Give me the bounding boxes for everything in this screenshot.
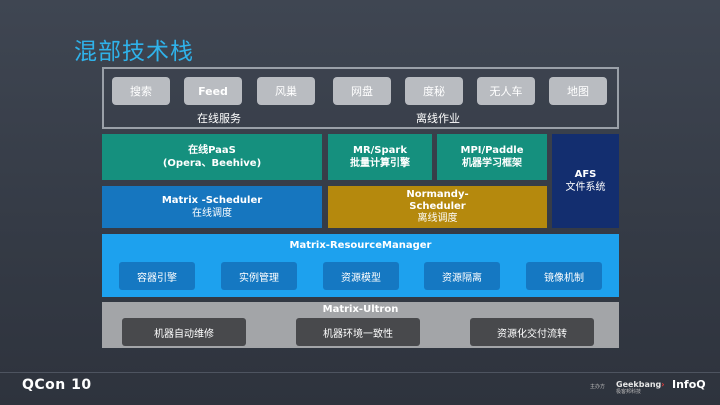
app-feed: Feed [184, 77, 242, 105]
afs-title: AFS [574, 168, 597, 180]
image-mechanism-chip: 镜像机制 [526, 262, 602, 290]
matrix-scheduler-box: Matrix -Scheduler 在线调度 [102, 186, 322, 228]
online-paas-box: 在线PaaS (Opera、Beehive) [102, 134, 322, 180]
online-paas-subtitle: (Opera、Beehive) [162, 158, 262, 169]
online-paas-title: 在线PaaS [188, 144, 236, 156]
app-driverless-car: 无人车 [477, 77, 535, 105]
applications-panel: 搜索 Feed 风巢 网盘 度秘 无人车 地图 在线服务 离线作业 [102, 67, 619, 129]
offline-jobs-label: 离线作业 [416, 112, 460, 125]
footer-divider [0, 372, 720, 373]
normandy-scheduler-box: Normandy- Scheduler 离线调度 [328, 186, 547, 228]
slide-title: 混部技术栈 [74, 39, 194, 65]
geekbang-subtext: 极客邦科技 [616, 389, 642, 395]
mr-spark-title: MR/Spark [353, 144, 407, 156]
resource-isolation-chip: 资源隔离 [424, 262, 500, 290]
matrix-scheduler-subtitle: 在线调度 [192, 208, 232, 219]
mpi-paddle-subtitle: 机器学习框架 [462, 158, 522, 169]
ultron-title: Matrix-Ultron [322, 304, 399, 315]
afs-subtitle: 文件系统 [565, 182, 606, 193]
infoq-logo: InfoQ [672, 378, 706, 391]
resource-delivery-chip: 资源化交付流转 [470, 318, 594, 346]
mpi-paddle-title: MPI/Paddle [460, 144, 524, 156]
normandy-subtitle: 离线调度 [417, 213, 458, 224]
app-map: 地图 [549, 77, 607, 105]
mr-spark-subtitle: 批量计算引擎 [350, 158, 410, 169]
geekbang-text: Geekbang [616, 380, 662, 389]
geekbang-mark: › [661, 380, 665, 389]
app-dumi: 度秘 [405, 77, 463, 105]
app-search: 搜索 [112, 77, 170, 105]
normandy-title-line2: Scheduler [409, 201, 466, 212]
instance-management-chip: 实例管理 [221, 262, 297, 290]
online-services-label: 在线服务 [197, 112, 241, 125]
organizer-label: 主办方 [590, 384, 606, 390]
mpi-paddle-box: MPI/Paddle 机器学习框架 [437, 134, 547, 180]
resource-manager-panel: Matrix-ResourceManager 容器引擎 实例管理 资源模型 资源… [102, 234, 619, 297]
resource-manager-title: Matrix-ResourceManager [289, 240, 432, 251]
ultron-panel: Matrix-Ultron 机器自动维修 机器环境一致性 资源化交付流转 [102, 302, 619, 348]
container-engine-chip: 容器引擎 [119, 262, 195, 290]
resource-model-chip: 资源模型 [323, 262, 399, 290]
geekbang-logo: Geekbang› 极客邦科技 [616, 380, 665, 395]
normandy-title-line1: Normandy- [406, 189, 469, 200]
env-consistency-chip: 机器环境一致性 [296, 318, 420, 346]
app-netdisk: 网盘 [333, 77, 391, 105]
matrix-scheduler-title: Matrix -Scheduler [161, 194, 263, 206]
qcon-logo: QCon 10 [22, 377, 92, 393]
afs-box: AFS 文件系统 [552, 134, 619, 228]
mr-spark-box: MR/Spark 批量计算引擎 [328, 134, 432, 180]
auto-repair-chip: 机器自动维修 [122, 318, 246, 346]
app-fengchao: 风巢 [257, 77, 315, 105]
